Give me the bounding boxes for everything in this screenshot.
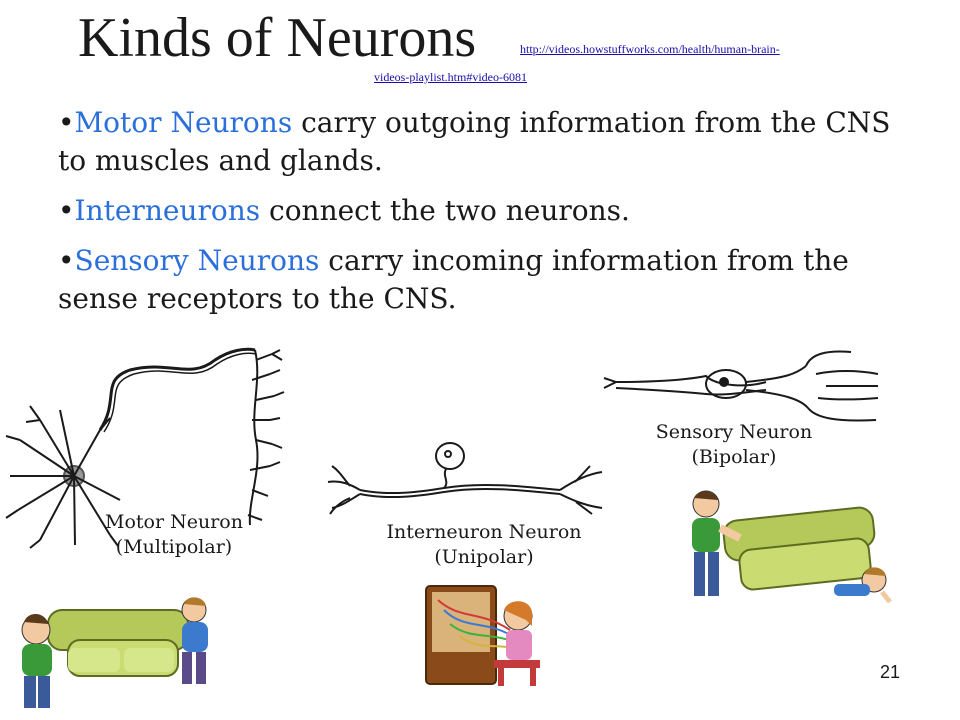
bullet-text: connect the two neurons. bbox=[260, 194, 630, 227]
caption-sensory-type: (Bipolar) bbox=[691, 446, 777, 468]
term-motor: Motor Neurons bbox=[74, 106, 293, 139]
caption-inter-title: Interneuron Neuron bbox=[386, 521, 582, 543]
caption-sensory-title: Sensory Neuron bbox=[655, 421, 813, 443]
caption-inter-type: (Unipolar) bbox=[434, 546, 534, 568]
couch-crushed-cartoon-right bbox=[692, 490, 892, 604]
couch-carry-cartoon-left bbox=[21, 597, 208, 708]
page-number: 21 bbox=[880, 662, 901, 682]
caption-motor-type: (Multipolar) bbox=[115, 536, 233, 558]
bullet-list: •Motor Neurons carry outgoing informatio… bbox=[58, 104, 908, 330]
video-link-line-1[interactable]: http://videos.howstuffworks.com/health/h… bbox=[520, 42, 780, 56]
sensory-neuron-illustration bbox=[603, 350, 879, 422]
caption-motor-neuron: Motor Neuron (Multipolar) bbox=[88, 510, 260, 560]
bullet-inter: •Interneurons connect the two neurons. bbox=[58, 192, 908, 230]
motor-neuron-illustration bbox=[5, 347, 285, 549]
video-link-line-2[interactable]: videos-playlist.htm#video-6081 bbox=[374, 70, 527, 84]
caption-sensory-neuron: Sensory Neuron (Bipolar) bbox=[636, 420, 832, 470]
slide-title: Kinds of Neurons bbox=[78, 7, 477, 69]
caption-motor-title: Motor Neuron bbox=[105, 511, 243, 533]
bullet-text: carry incoming information from the sens… bbox=[58, 244, 849, 315]
bullet-marker: • bbox=[58, 244, 75, 277]
bullet-motor: •Motor Neurons carry outgoing informatio… bbox=[58, 104, 908, 180]
bullet-sensory: •Sensory Neurons carry incoming informat… bbox=[58, 242, 908, 318]
caption-interneuron: Interneuron Neuron (Unipolar) bbox=[368, 520, 600, 570]
bullet-text: carry outgoing information from the CNS … bbox=[58, 106, 891, 177]
bullet-marker: • bbox=[58, 194, 75, 227]
term-sensory: Sensory Neurons bbox=[74, 244, 320, 277]
bullet-marker: • bbox=[58, 106, 75, 139]
switchboard-operator-cartoon bbox=[425, 585, 540, 686]
term-inter: Interneurons bbox=[74, 194, 261, 227]
interneuron-illustration bbox=[327, 442, 603, 515]
